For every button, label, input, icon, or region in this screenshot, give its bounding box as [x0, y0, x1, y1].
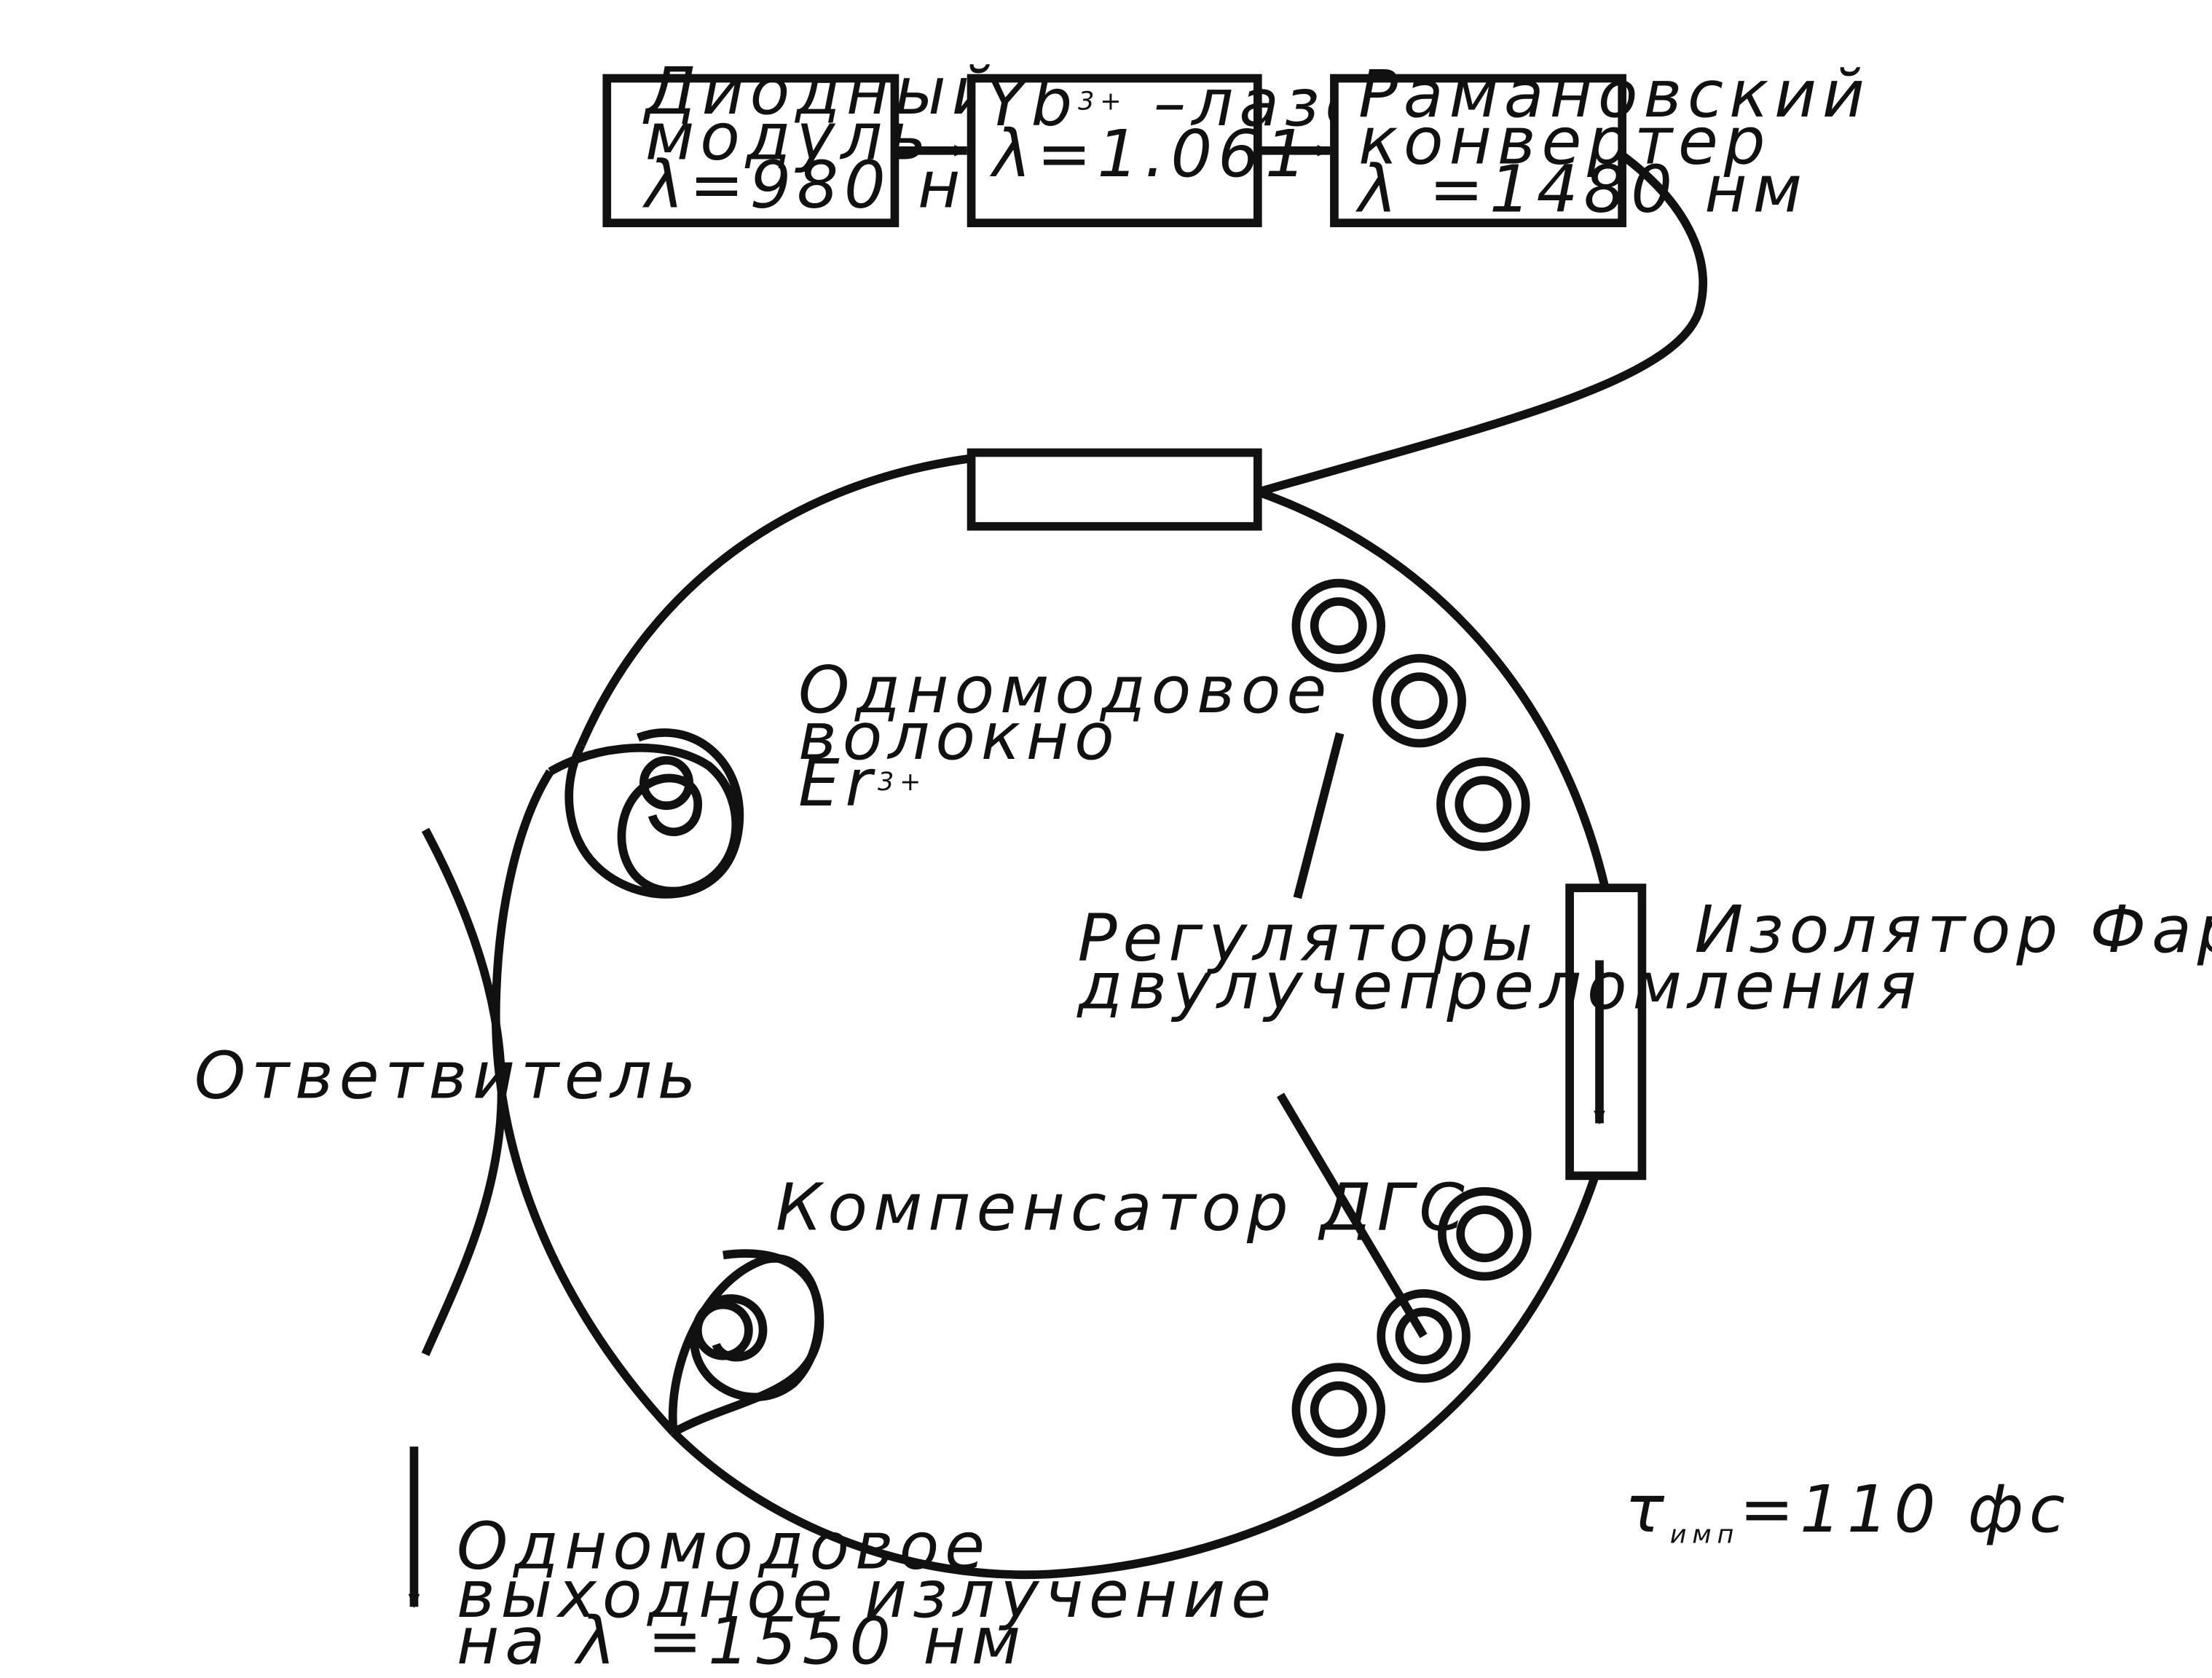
er-fiber-spiral-core-icon [639, 756, 693, 811]
regulators-pointer-upper [1293, 732, 1345, 899]
polarization-controller-lower-1-icon [1438, 1186, 1532, 1281]
output-label-line1: Одномодовое [457, 1509, 991, 1585]
coupler-label: Ответвитель [194, 1038, 702, 1114]
compensator-label: Компенсатор ДГС [776, 1170, 1471, 1245]
ring-fiber-right-lower [670, 1174, 1599, 1580]
regulators-label-line2: двулучепреломления [1077, 949, 1922, 1025]
ring-fiber-right-upper [1257, 488, 1610, 889]
polarization-controller-upper-2-icon [1372, 653, 1466, 748]
regulators-pointer-lower [1276, 1092, 1428, 1339]
diode-module-line3: λ=980 нм [642, 148, 1021, 224]
polarization-controller-lower-2-icon [1377, 1289, 1471, 1383]
raman-converter-box [1330, 74, 1626, 227]
raman-converter-line2: конвертер [1358, 103, 1771, 179]
diode-module-box [602, 74, 900, 227]
er-fiber-spiral-icon [548, 743, 741, 896]
output-label-line3: на λ =1550 нм [457, 1604, 1026, 1678]
pulse-duration-label: τимп=110 фс [1625, 1472, 2071, 1550]
compensator-spiral-core-icon [693, 1300, 753, 1360]
faraday-isolator-box [1565, 883, 1647, 1181]
compensator-spiral-outer-icon [671, 1249, 824, 1436]
raman-converter-line1: Рамановский [1358, 57, 1870, 133]
isolator-label: Изолятор Фарадея [1694, 892, 2212, 968]
pump-fiber [1261, 152, 1707, 495]
polarization-controller-upper-1-icon [1291, 578, 1386, 673]
polarization-controller-lower-3-icon [1291, 1363, 1386, 1457]
fiber-label-line3: Er3+ [798, 746, 926, 822]
fiber-label-line1: Одномодовое [798, 653, 1332, 728]
polarization-controller-upper-3-icon [1436, 757, 1530, 851]
diode-module-line2: модуль [645, 100, 932, 176]
diode-module-line1: Диодный [642, 54, 1000, 130]
regulators-label-line1: Регуляторы [1078, 900, 1539, 976]
wdm-coupler-box [967, 448, 1262, 531]
ring-fiber-upper [577, 454, 972, 747]
fiber-label-line2: волокно [798, 699, 1120, 775]
er-fiber-spiral-outer-icon [564, 728, 744, 899]
output-coupler-fiber [421, 827, 506, 1357]
output-label-line2: выходное излучение [457, 1557, 1277, 1633]
raman-converter-line3: λ =1480 нм [1355, 152, 1808, 228]
